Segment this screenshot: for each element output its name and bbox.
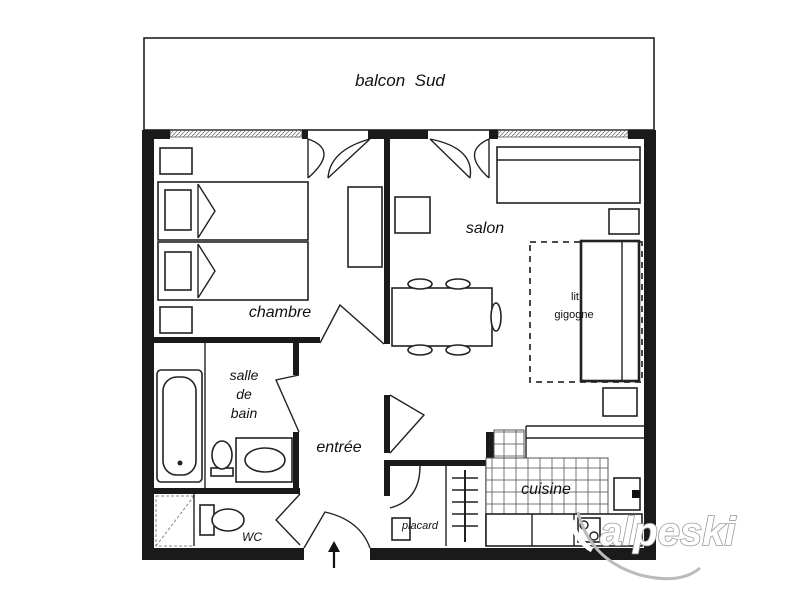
svg-text:alpeski: alpeski bbox=[600, 510, 737, 554]
exterior-walls bbox=[142, 130, 656, 560]
closet bbox=[391, 466, 487, 546]
bathroom-furniture bbox=[156, 343, 293, 488]
entrance-arrow-icon bbox=[328, 541, 340, 568]
kitchen-furniture bbox=[485, 425, 644, 547]
bathroom-label-line2: de bbox=[236, 386, 252, 402]
entrance-label: entrée bbox=[316, 439, 361, 456]
bunk-bed-label-line1: lit bbox=[571, 291, 579, 303]
balcony bbox=[143, 37, 655, 131]
kitchen-label: cuisine bbox=[521, 481, 571, 498]
bathroom-label-line3: bain bbox=[231, 405, 258, 421]
bathroom-label-line1: salle bbox=[230, 367, 259, 383]
wc-furniture bbox=[155, 494, 245, 547]
interior-walls bbox=[154, 139, 494, 496]
living-room-label: salon bbox=[466, 220, 504, 237]
living-furniture bbox=[391, 146, 643, 417]
closet-label: placard bbox=[401, 520, 439, 532]
bunk-bed-label-line2: gigogne bbox=[554, 309, 593, 321]
bedroom-furniture bbox=[157, 147, 383, 334]
bedroom-label: chambre bbox=[249, 304, 311, 321]
wc-label: WC bbox=[242, 530, 262, 544]
balcony-label: balcon Sud bbox=[355, 71, 445, 90]
doors bbox=[275, 138, 490, 549]
alpeski-logo: alpeski bbox=[569, 509, 737, 581]
